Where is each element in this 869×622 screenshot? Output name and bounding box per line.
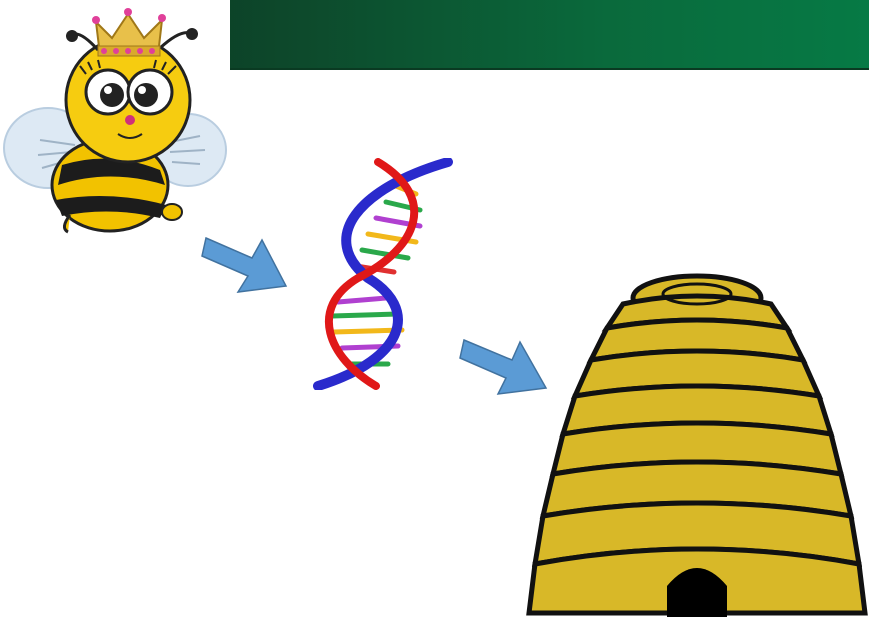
dna-image bbox=[298, 158, 458, 390]
queen-bee-icon bbox=[0, 0, 230, 235]
right-arrow-icon bbox=[200, 228, 292, 298]
queen-bee-image bbox=[0, 0, 230, 235]
beehive-image bbox=[525, 268, 869, 617]
dna-helix-icon bbox=[298, 158, 458, 390]
beehive-icon bbox=[525, 268, 869, 617]
